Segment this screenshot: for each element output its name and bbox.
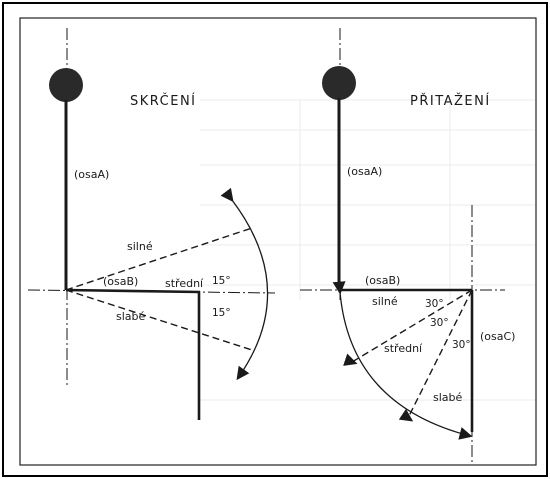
right-title: PŘITAŽENÍ — [410, 93, 491, 109]
forearm-horizontal — [65, 288, 201, 294]
weak-arrowhead — [398, 408, 414, 422]
range-arc-arrow — [220, 187, 269, 381]
left-weak-label: slabé — [116, 310, 146, 323]
range-arc-arrow — [332, 281, 473, 440]
left-title: SKRČENÍ — [130, 93, 197, 109]
right-strong-label: silné — [372, 295, 398, 308]
left-angle-upper-label: 15° — [212, 275, 231, 287]
right-axis-a-label: (osaA) — [347, 165, 382, 178]
inner-border — [19, 17, 537, 466]
right-weak-label: slabé — [433, 391, 463, 404]
left-axis-b-label: (osaB) — [103, 275, 138, 288]
right-axis-c-label: (osaC) — [480, 330, 515, 343]
strong-arrowhead — [343, 353, 358, 366]
left-axis-a-label: (osaA) — [74, 168, 109, 181]
weak-dashed-line — [65, 289, 253, 351]
left-strong-label: silné — [127, 240, 153, 253]
left-diagram-skrceni: SKRČENÍ (osaA) (osaB) silné střední slab… — [27, 28, 276, 420]
left-medium-label: střední — [165, 277, 204, 290]
left-angle-lower-label: 15° — [212, 307, 231, 319]
ball-head — [49, 68, 83, 102]
faint-background-table — [200, 99, 535, 401]
right-angle-3-label: 30° — [452, 339, 471, 351]
right-diagram-pritazeni: PŘITAŽENÍ (osaA) (osaB) (osaC) silné stř… — [300, 28, 515, 465]
right-angle-1-label: 30° — [425, 298, 444, 310]
right-axis-b-label: (osaB) — [365, 274, 400, 287]
right-angle-2-label: 30° — [430, 317, 449, 329]
right-medium-label: střední — [384, 342, 423, 355]
ball-head — [322, 66, 356, 100]
